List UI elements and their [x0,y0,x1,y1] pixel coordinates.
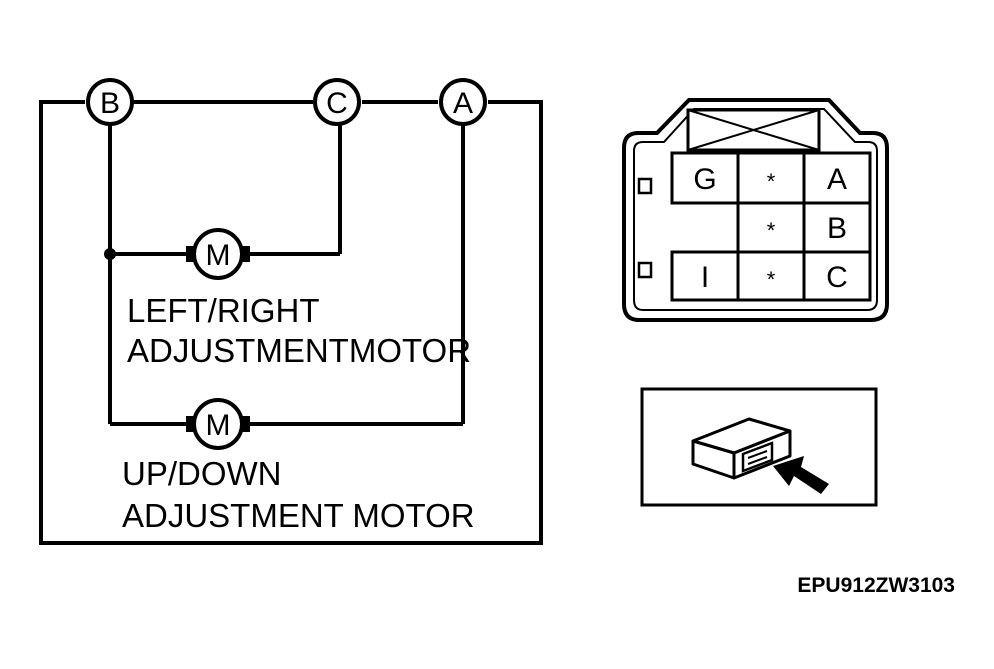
connector-pin-grid [670,151,872,302]
up-down-motor-label-line1: UP/DOWN [122,455,282,492]
connector-face: G * A * B I * C [622,98,889,322]
left-right-motor-icon: M [186,228,250,280]
terminal-b: B [86,78,134,126]
figure-code: EPU912ZW3103 [797,574,955,597]
pin-r3-c2-label: * [767,267,776,292]
pin-r2-c2-label: * [767,218,776,243]
terminal-c-label: C [326,87,348,120]
connector-housing-outer [622,98,889,322]
connector-locator-icon [640,387,878,507]
terminal-b-label: B [100,87,120,120]
up-down-motor-icon: M [186,398,250,450]
outer-wire-loop [39,100,543,545]
up-down-motor-symbol: M [206,409,231,442]
connector-notch-top [637,177,653,195]
pin-c-label: C [826,261,848,294]
locator-arrow-icon [773,456,829,494]
pin-a-label: A [827,163,847,196]
circuit-diagram: B C A M M LEFT/RIGHT ADJUSTMENTMOTOR [39,78,543,545]
terminal-a-label: A [453,87,473,120]
up-down-motor-label-line2: ADJUSTMENT MOTOR [122,497,475,534]
pin-r1-c2-label: * [767,169,776,194]
terminal-c: C [313,78,361,126]
terminal-a: A [439,78,487,126]
pin-i-label: I [701,261,709,294]
left-right-motor-label-line2: ADJUSTMENTMOTOR [127,332,471,369]
pin-g-label: G [693,163,716,196]
left-right-motor-label-line1: LEFT/RIGHT [127,292,320,329]
connector-housing-inner [633,108,878,311]
connector-notch-bottom [637,261,653,279]
left-right-motor-symbol: M [206,239,231,272]
pin-b-label: B [827,212,847,245]
